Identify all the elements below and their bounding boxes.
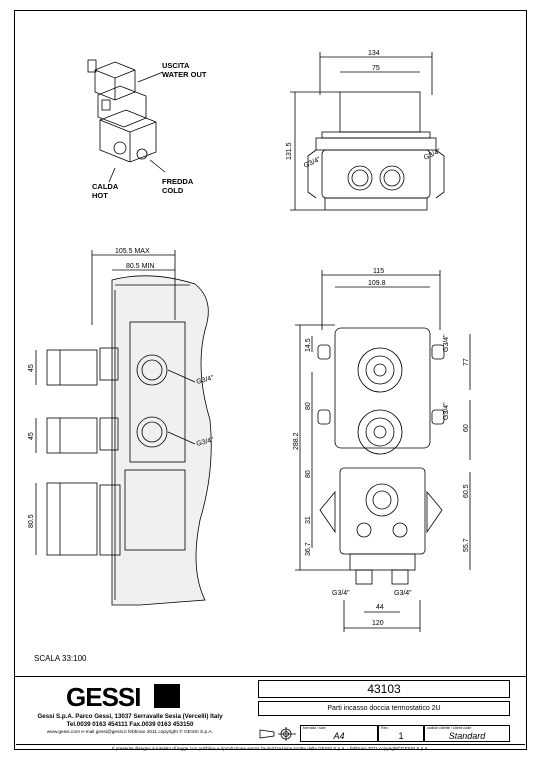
dim-105-5-max: 105.5 MAX (115, 248, 150, 255)
isometric-view (87, 59, 166, 183)
label-fredda: FREDDA (162, 177, 194, 186)
dim-80-a: 80 (305, 402, 312, 410)
client-code-value: Standard (448, 731, 486, 741)
dim-36-7: 36.7 (305, 542, 312, 556)
dim-134: 134 (368, 50, 380, 57)
dim-80-5-min: 80.5 MIN (126, 263, 154, 270)
dim-115: 115 (373, 268, 384, 275)
rev-cell: Rev. 1 (378, 725, 424, 742)
dim-288-2: 288.2 (293, 432, 300, 450)
label-g34-g: G3/4" (332, 590, 350, 597)
dim-109-8: 109.8 (368, 280, 386, 287)
rev-value: 1 (398, 731, 404, 741)
client-code-caption: codice cliente / client code (427, 726, 472, 730)
label-calda: CALDA (92, 182, 119, 191)
label-cold: COLD (162, 186, 184, 195)
label-g34-d: G3/4" (196, 436, 215, 447)
dim-80-b: 80 (305, 470, 312, 478)
projection-symbol-icon (259, 727, 296, 741)
label-g34-a: G3/4" (303, 156, 322, 170)
dim-45-a: 45 (28, 364, 35, 372)
label-hot: HOT (92, 191, 108, 200)
sheet-frame (14, 10, 527, 750)
company-address: Gessi S.p.A. Parco Gessi, 13037 Serraval… (37, 713, 223, 720)
dim-55-7: 55.7 (463, 538, 470, 552)
format-cell: formato / size A4 (300, 725, 378, 742)
label-g34-e: G3/4" (443, 334, 450, 352)
client-code-cell: codice cliente / client code Standard (424, 725, 510, 742)
dim-131-5: 131.5 (286, 142, 293, 160)
company-phone: Tel.0039 0163 454111 Fax.0039 0163 45315… (66, 721, 194, 728)
logo-text: GESSI (66, 682, 140, 710)
scale-label: SCALA 33:100 (34, 654, 87, 663)
label-g34-f: G3/4" (443, 402, 450, 420)
label-g34-h: G3/4" (394, 590, 412, 597)
dim-77: 77 (463, 358, 470, 366)
label-water-out: WATER OUT (162, 70, 207, 79)
dim-45-b: 45 (28, 432, 35, 440)
dim-60-5: 60.5 (463, 484, 470, 498)
dim-80-5: 80.5 (28, 514, 35, 528)
dim-44: 44 (376, 604, 384, 611)
gessi-logo: GESSI (66, 682, 180, 710)
section-view (35, 250, 212, 606)
format-value: A4 (333, 731, 345, 741)
company-info: Gessi S.p.A. Parco Gessi, 13037 Serraval… (18, 713, 242, 737)
dim-14-5: 14.5 (305, 338, 312, 352)
dim-120: 120 (372, 620, 384, 627)
label-g34-c: G3/4" (196, 374, 215, 385)
product-code: 43103 (258, 680, 510, 698)
dim-60: 60 (463, 424, 470, 432)
front-view (295, 270, 471, 632)
rev-caption: Rev. (381, 726, 389, 730)
title-block (14, 676, 527, 750)
product-description: Parti incasso doccia termostatico 2U (258, 701, 510, 716)
dim-75: 75 (372, 65, 380, 72)
format-caption: formato / size (303, 726, 326, 730)
label-uscita: USCITA (162, 61, 190, 70)
legal-footer: Il presente disegno è tutelato di legge … (16, 744, 525, 751)
company-web: www.gessi.com e-mail gessi@gessi.it febb… (46, 730, 214, 735)
dim-31: 31 (305, 516, 312, 524)
top-view (290, 52, 445, 211)
